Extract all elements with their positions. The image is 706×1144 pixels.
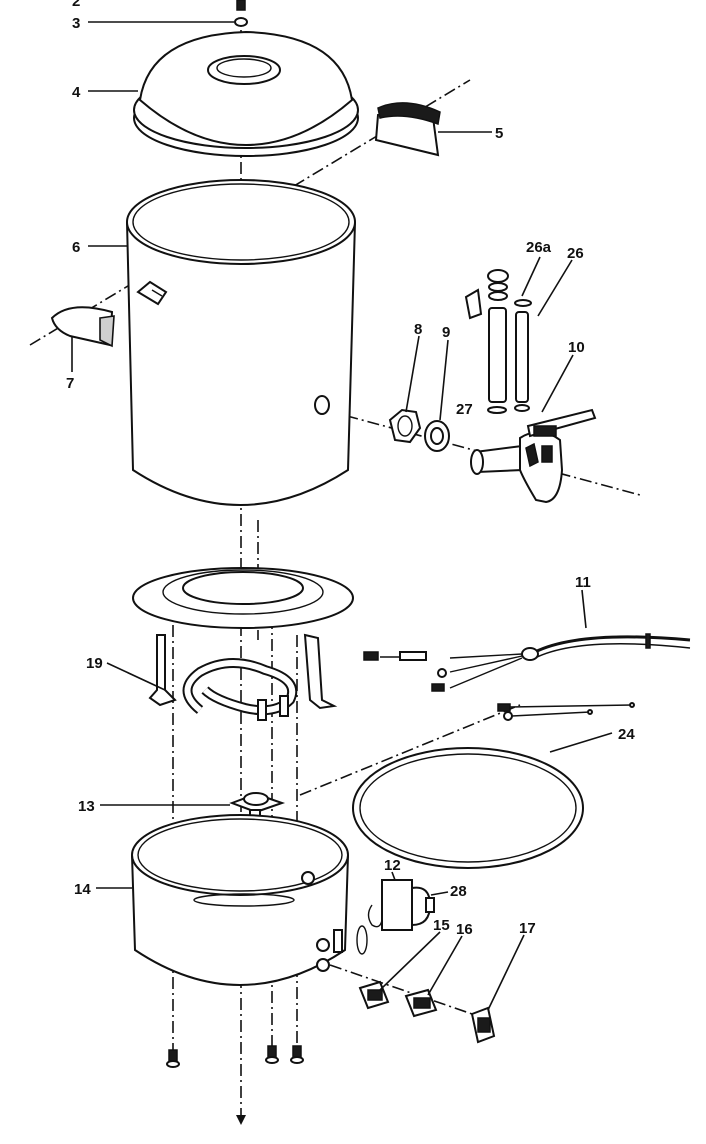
faucet-nut [388, 408, 422, 444]
label-part-7: 7 [66, 375, 74, 392]
label-part-27: 27 [456, 401, 473, 418]
top-washer [234, 17, 248, 27]
power-cord [363, 633, 691, 721]
label-part-10: 10 [568, 339, 585, 356]
side-handle [50, 306, 115, 348]
label-part-28: 28 [450, 883, 467, 900]
urn-body [126, 179, 356, 506]
label-part-9: 9 [442, 324, 450, 341]
urn-base [131, 814, 349, 986]
label-part-8: 8 [414, 321, 422, 338]
power-switch [404, 988, 438, 1018]
label-part-13: 13 [78, 798, 95, 815]
top-screw [236, 0, 246, 11]
heating-plate [132, 567, 354, 629]
lid [133, 30, 359, 157]
label-part-16: 16 [456, 921, 473, 938]
label-part-26: 26 [567, 245, 584, 262]
label-part-6: 6 [72, 239, 80, 256]
label-part-24: 24 [618, 726, 635, 743]
label-part-3: 3 [72, 15, 80, 32]
control-switch-box [356, 879, 435, 955]
rocker-switch [470, 1006, 496, 1044]
label-part-17: 17 [519, 920, 536, 937]
label-part-15: 15 [433, 917, 450, 934]
base-gasket [352, 747, 584, 869]
faucet [470, 408, 597, 504]
callout-leaders [71, 21, 613, 1011]
heating-element [182, 657, 298, 721]
mounting-brackets [148, 633, 338, 710]
label-part-19: 19 [86, 655, 103, 672]
base-screws [166, 1045, 304, 1068]
sight-gauge-parts [464, 269, 532, 414]
label-part-4: 4 [72, 84, 81, 101]
label-part-2: 2 [72, 0, 80, 10]
faucet-washer [424, 420, 450, 452]
label-part-12: 12 [384, 857, 401, 874]
label-part-11: 11 [575, 574, 591, 591]
label-part-14: 14 [74, 881, 91, 898]
part-labels: 2 3 4 5 6 7 8 9 10 11 12 13 14 15 16 17 … [66, 0, 635, 938]
assembly-axis-lines [29, 30, 641, 1125]
lid-handle [374, 102, 441, 157]
label-part-26a: 26a [526, 239, 552, 256]
label-part-5: 5 [495, 125, 503, 142]
